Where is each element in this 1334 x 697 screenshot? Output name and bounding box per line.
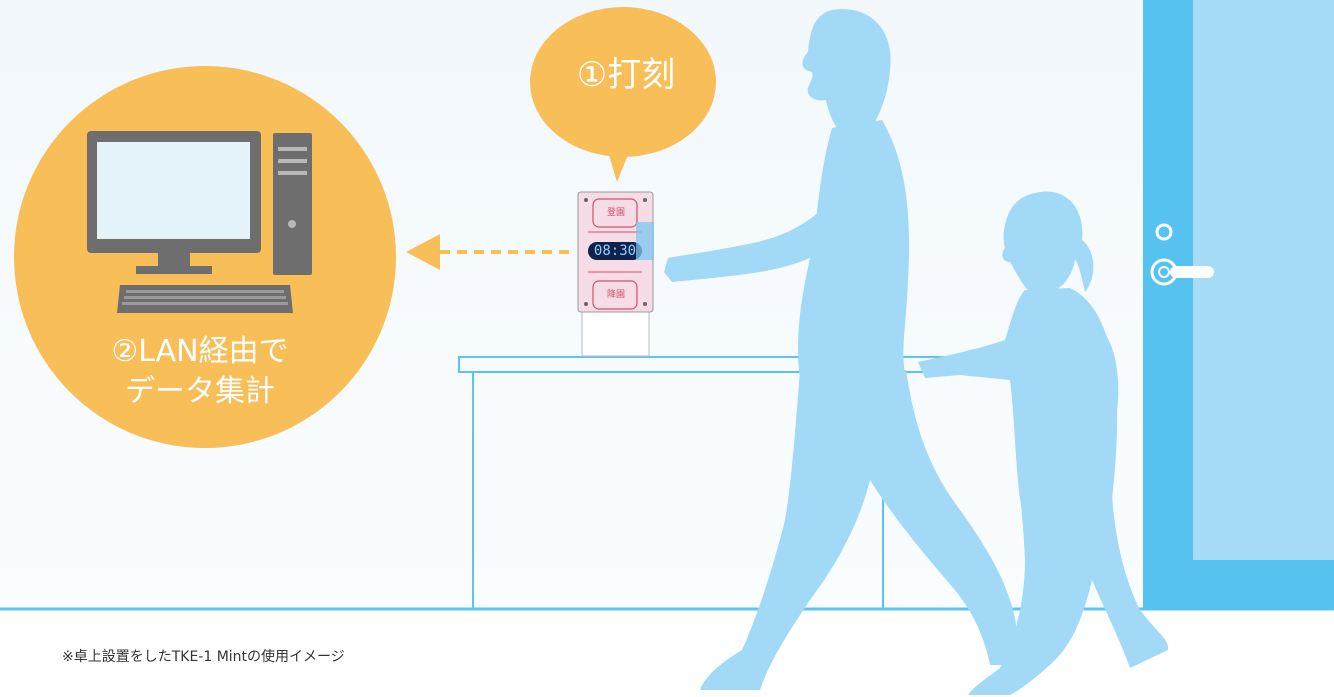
step1-label: ①打刻 (576, 55, 676, 95)
stamp-speech-bubble (530, 7, 716, 182)
computer-icon (87, 131, 312, 313)
time-clock-device-icon (577, 191, 654, 357)
door-handle-icon (1150, 223, 1214, 286)
image-caption: ※卓上設置をしたTKE-1 Mintの使用イメージ (62, 649, 345, 665)
device-clock-display: 08:30 (593, 243, 637, 259)
door (1143, 0, 1334, 610)
step2-label: ②LAN経由で データ集計 (60, 332, 340, 412)
device-label-out: 降園 (606, 290, 625, 300)
girl-silhouette (918, 191, 1169, 695)
step2-line1: ②LAN経由で (111, 334, 289, 369)
step2-line2: データ集計 (125, 374, 275, 409)
device-label-in: 登園 (606, 208, 625, 218)
arrow-left-icon (406, 234, 576, 270)
woman-silhouette (664, 9, 1017, 690)
